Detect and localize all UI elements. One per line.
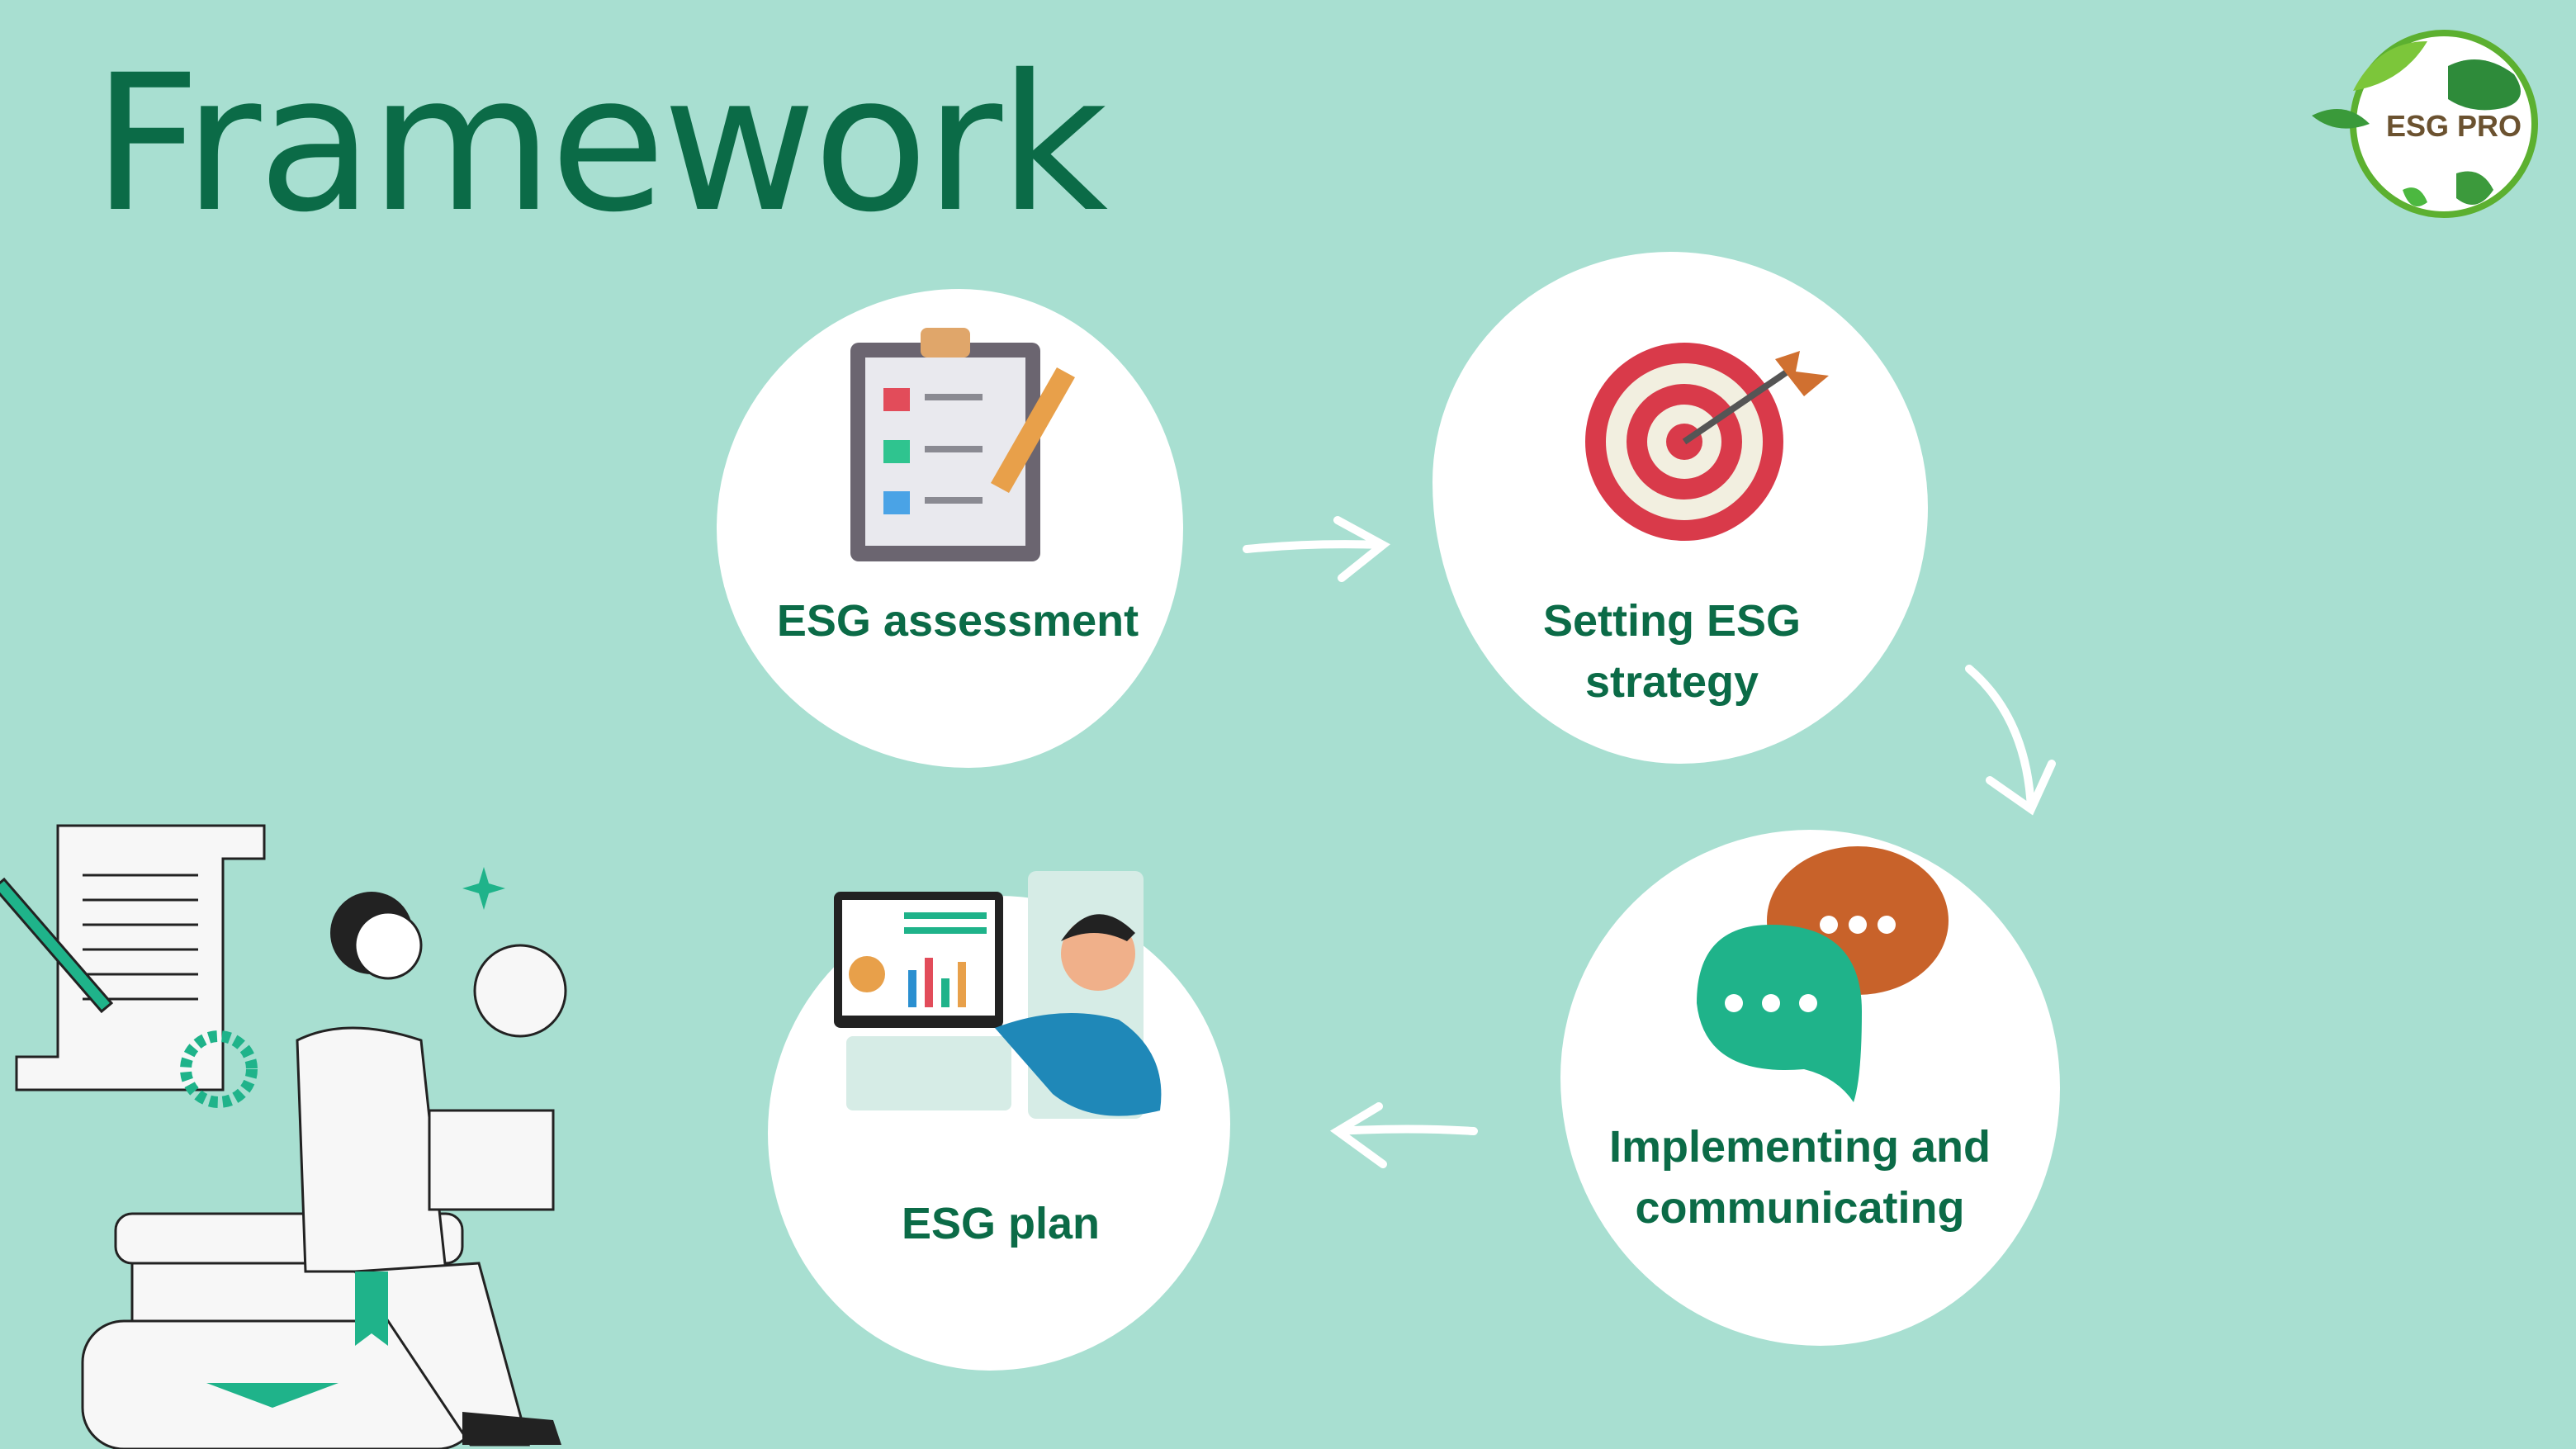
label-line: strategy (1584, 657, 1759, 707)
step-label-assessment: ESG assessment (777, 590, 1139, 651)
person-reading-illustration (0, 824, 567, 1449)
page-title: Framework (92, 34, 1108, 253)
arrow-down-icon (1965, 665, 2056, 816)
label-line: ESG assessment (776, 596, 1139, 646)
arrow-left-icon (1329, 1102, 1478, 1168)
step-label-implementing: Implementing and communicating (1609, 1116, 1991, 1238)
step-label-strategy: Setting ESG strategy (1543, 590, 1801, 713)
label-line: communicating (1635, 1183, 1965, 1233)
label-line: Setting ESG (1542, 596, 1802, 646)
logo-text: ESG PRO (2386, 109, 2522, 143)
clipboard-checklist-icon (850, 328, 1075, 561)
label-line: ESG plan (901, 1199, 1101, 1248)
chat-bubbles-icon (1697, 846, 1949, 1102)
globe-leaf-icon (2312, 30, 2538, 218)
arrow-right-icon (1243, 516, 1390, 582)
label-line: Implementing and (1608, 1122, 1991, 1172)
step-label-plan: ESG plan (902, 1193, 1100, 1254)
target-arrow-icon (1585, 343, 1829, 541)
presentation-tablet-icon (834, 871, 1162, 1119)
